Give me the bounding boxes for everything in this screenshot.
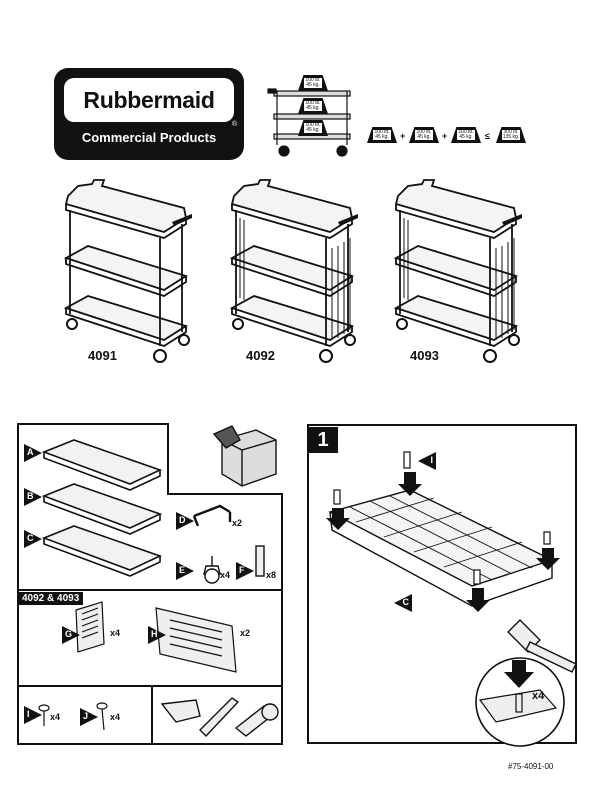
logo-brand-panel: Rubbermaid — [64, 78, 234, 122]
part-d-label: D — [179, 515, 186, 525]
weight-lb: 100 lb. — [304, 122, 322, 128]
weight-lb: 100 lb. — [304, 100, 322, 106]
part-f-label: F — [239, 565, 245, 575]
shelf-weight-top: 100 lb. 45 kg. — [298, 75, 328, 91]
weight-kg: 45 kg. — [415, 135, 433, 140]
weight-kg: 45 kg. — [304, 83, 322, 88]
part-i-label: I — [27, 709, 30, 719]
part-g-label: G — [65, 629, 73, 639]
part-f-qty: x8 — [266, 570, 277, 580]
part-c-label: C — [27, 533, 34, 543]
weight-kg: 135 kg. — [502, 134, 520, 140]
part-d-qty: x2 — [232, 518, 243, 528]
weight-kg: 45 kg. — [304, 106, 322, 111]
equation-weight-2: 100 lb. 45 kg. — [409, 127, 439, 143]
weight-kg: 45 kg. — [304, 128, 322, 133]
step-number: 1 — [308, 427, 338, 453]
weight-lb: 100 lb. — [373, 129, 391, 135]
shelf-weight-bottom: 100 lb. 45 kg. — [298, 120, 328, 136]
part-e-label: E — [179, 565, 186, 575]
part-e-qty: x4 — [220, 570, 231, 580]
part-h-qty: x2 — [240, 628, 251, 638]
weight-lb: 100 lb. — [415, 129, 433, 135]
rubbermaid-logo: Rubbermaid ® Commercial Products — [54, 68, 244, 160]
weight-lb: 100 lb. — [457, 129, 475, 135]
weight-kg: 45 kg. — [373, 135, 391, 140]
registered-mark: ® — [231, 121, 237, 128]
part-i-qty: x4 — [50, 712, 61, 722]
shelf-weight-middle: 100 lb. 45 kg. — [298, 98, 328, 114]
weight-lb: 300 lb. — [502, 129, 520, 135]
equation-total-weight: 300 lb. 135 kg. — [496, 127, 526, 143]
part-a-label: A — [27, 447, 34, 457]
model-number-4093: 4093 — [410, 348, 439, 363]
plus-sign: + — [400, 131, 406, 141]
step-part-c-label: C — [402, 597, 409, 607]
section-title-4092-4093: 4092 & 4093 — [18, 592, 84, 605]
equation-weight-3: 100 lb. 45 kg. — [451, 127, 481, 143]
part-b-label: B — [27, 491, 34, 501]
weight-lb: 100 lb. — [304, 77, 322, 83]
plus-sign: + — [442, 131, 448, 141]
less-or-equal-sign: ≤ — [485, 131, 490, 141]
logo-subtitle: Commercial Products — [81, 130, 217, 145]
logo-brand: Rubbermaid — [83, 86, 215, 113]
model-number-4092: 4092 — [246, 348, 275, 363]
step-detail-qty: x4 — [532, 690, 545, 702]
part-g-qty: x4 — [110, 628, 121, 638]
weight-kg: 45 kg. — [457, 135, 475, 140]
part-h-label: H — [151, 629, 158, 639]
part-j-qty: x4 — [110, 712, 121, 722]
document-id: #75-4091-00 — [508, 762, 554, 771]
part-j-label: J — [83, 711, 89, 721]
model-number-4091: 4091 — [88, 348, 117, 363]
step-part-i-label: I — [430, 455, 433, 465]
equation-weight-1: 100 lb. 45 kg. — [367, 127, 397, 143]
